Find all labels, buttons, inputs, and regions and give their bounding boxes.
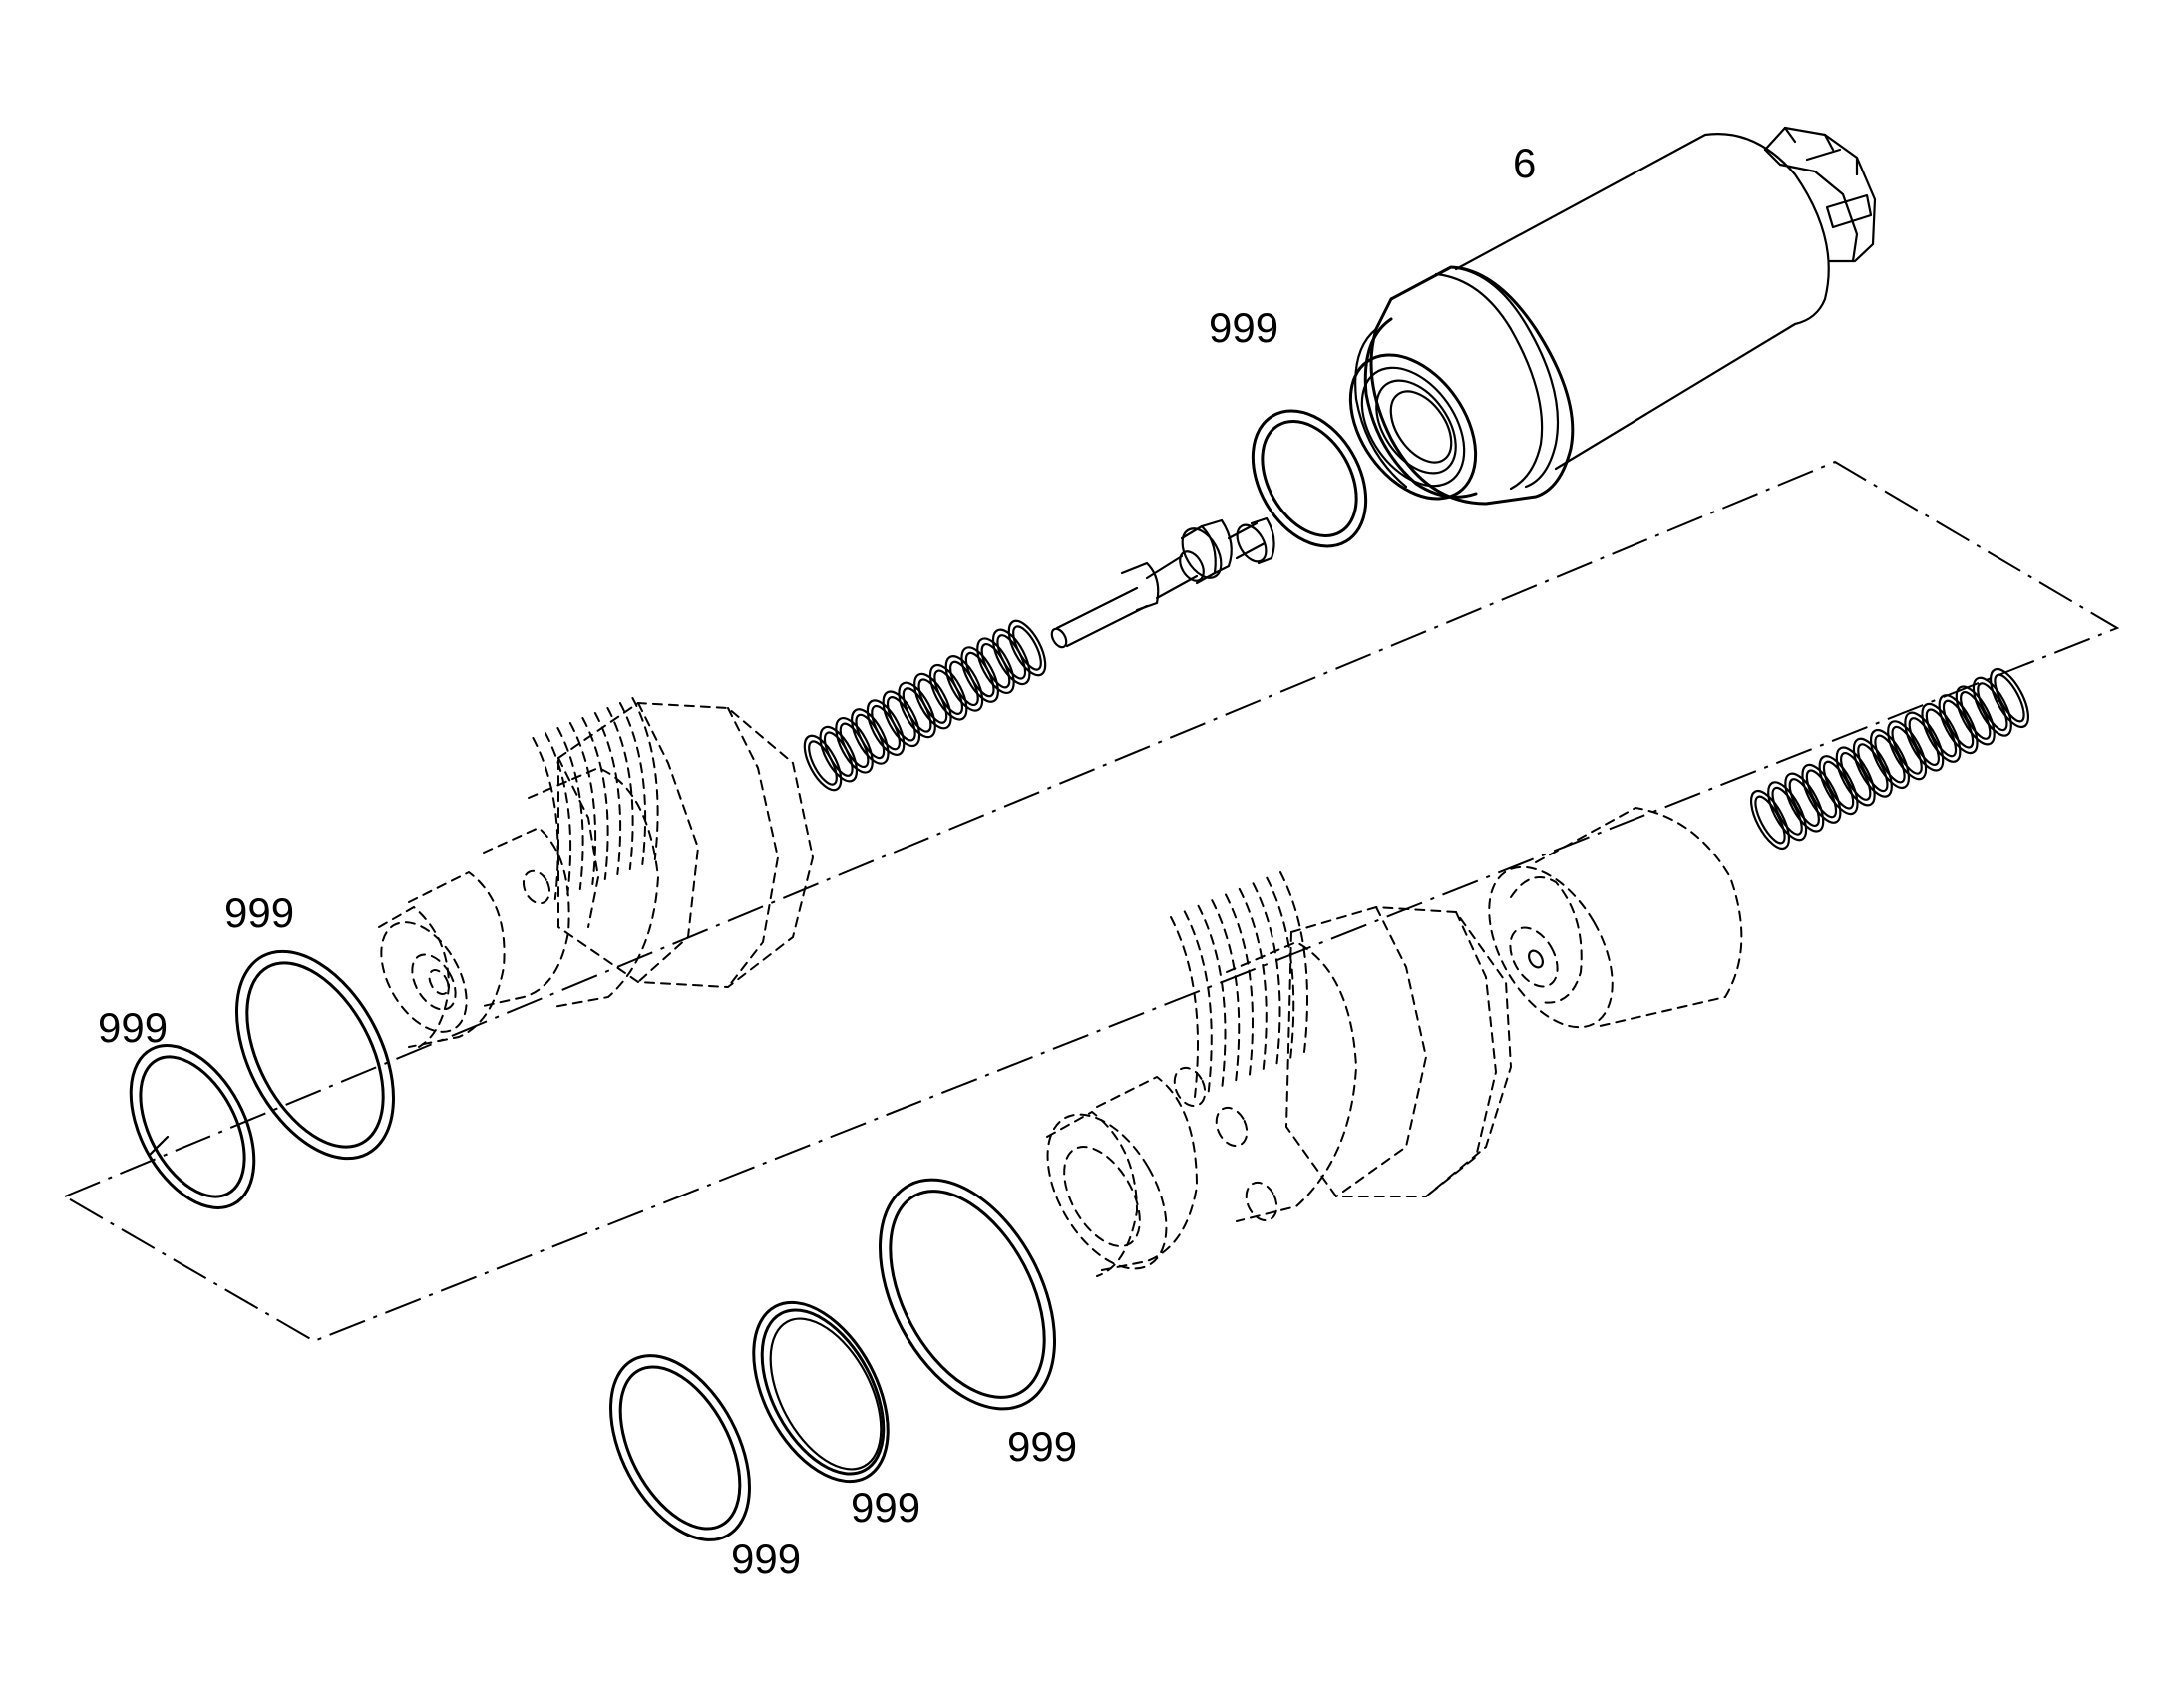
assembly-frame: [64, 460, 2120, 1343]
leader-line: [148, 1135, 170, 1157]
spring-coil: [1788, 778, 1820, 828]
spring-coil: [866, 699, 906, 756]
right-middle-ring: [752, 1300, 890, 1484]
thread-line: [581, 717, 609, 880]
spring-coil: [1977, 682, 2008, 732]
callout-right-ring-small: 999: [731, 1536, 801, 1582]
spring-coil: [1869, 728, 1911, 790]
spring-coil: [898, 681, 936, 739]
spring-coil: [1767, 781, 1808, 842]
left-small-o-ring: [129, 1044, 256, 1209]
callout-right-ring-large: 999: [1007, 1423, 1077, 1470]
spring-coil: [1852, 737, 1893, 798]
spring-coil: [1805, 769, 1838, 819]
callout-left-ring-small: 999: [98, 1004, 168, 1051]
thread-line: [1238, 887, 1268, 1070]
spring-coil: [1904, 711, 1945, 772]
thread-line: [1252, 882, 1281, 1065]
spring-coil: [1857, 743, 1889, 793]
thread-line: [1279, 871, 1308, 1053]
thread-line: [568, 722, 597, 885]
right-large-o-ring: [878, 1178, 1057, 1411]
right-valve-body: [1046, 806, 1743, 1277]
spring-coil: [882, 690, 921, 748]
plunger-pin: [1050, 516, 1275, 649]
callout-sensor-seal: 999: [1209, 304, 1278, 351]
spring-coil: [1908, 717, 1940, 767]
callout-right-ring-middle: 999: [851, 1484, 920, 1531]
thread-line: [1225, 893, 1254, 1076]
spring-coil: [913, 672, 952, 730]
callout-sensor: 6: [1513, 140, 1536, 186]
upper-spring: [803, 619, 1047, 792]
spring-coil: [1749, 789, 1791, 851]
thread-line: [1170, 916, 1199, 1098]
sensor-o-ring: [1251, 409, 1368, 548]
spring-coil: [851, 708, 890, 765]
thread-line: [556, 727, 584, 890]
spring-coil: [928, 663, 968, 721]
thread-line: [618, 702, 647, 865]
spring-coil: [803, 734, 843, 792]
spring-coil: [1784, 772, 1825, 833]
spring-coil: [1960, 690, 1992, 740]
spring-coil: [1994, 673, 2025, 723]
thread-line: [593, 712, 622, 875]
thread-line: [606, 707, 634, 870]
spring-coil: [819, 725, 859, 783]
spring-coil: [1771, 786, 1803, 836]
spring-coil: [991, 628, 1031, 686]
spring-coil: [1835, 746, 1876, 807]
spring-coil: [835, 717, 874, 774]
spring-coil: [1874, 734, 1906, 784]
left-large-o-ring: [235, 949, 395, 1161]
spring-coil: [1989, 667, 2030, 729]
right-small-o-ring: [609, 1354, 751, 1541]
spring-coil: [1891, 725, 1923, 775]
spring-coil: [976, 637, 1015, 694]
spring-coil: [1012, 625, 1042, 671]
pressure-sensor: [1348, 126, 1877, 506]
spring-coil: [1938, 694, 1979, 755]
spring-coil: [1921, 702, 1962, 763]
thread-line: [544, 732, 572, 895]
spring-coil: [1925, 708, 1958, 758]
spring-coil: [1840, 751, 1872, 801]
thread-line: [1211, 899, 1241, 1082]
thread-line: [1197, 904, 1227, 1087]
spring-coil: [1972, 676, 2012, 737]
spring-coil: [1754, 795, 1786, 845]
left-valve-body: [378, 697, 815, 1048]
thread-line: [1266, 876, 1295, 1059]
spring-coil: [1007, 619, 1047, 677]
spring-coil: [1801, 763, 1842, 824]
lower-spring: [1749, 667, 2030, 851]
thread-line: [1183, 910, 1213, 1093]
spring-coil: [960, 646, 999, 703]
callout-left-ring-large: 999: [224, 889, 294, 936]
spring-coil: [1955, 685, 1996, 746]
spring-coil: [1942, 699, 1975, 749]
thread-line: [631, 697, 659, 860]
spring-coil: [1822, 760, 1855, 810]
thread-line: [532, 737, 559, 900]
spring-coil: [1818, 755, 1859, 816]
spring-coil: [1887, 720, 1928, 781]
spring-coil: [944, 655, 984, 712]
